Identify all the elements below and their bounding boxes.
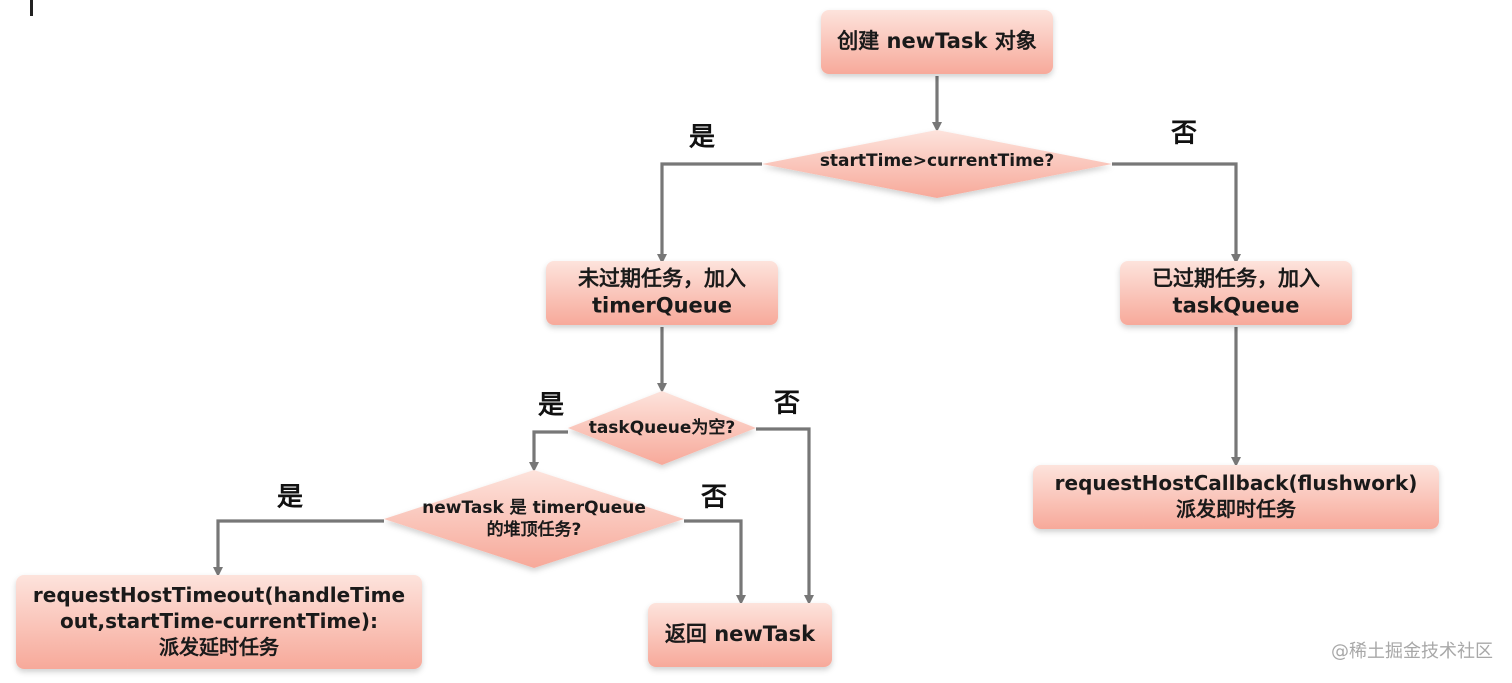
node-text-line: 已过期任务，加入 <box>1152 266 1320 290</box>
edge-taskqueue-yes <box>529 430 568 472</box>
node-text-line: 未过期任务，加入 <box>578 266 746 290</box>
node-text-line: 返回 newTask <box>665 622 816 646</box>
node-return-task-label: 返回 newTask <box>665 622 816 646</box>
node-text-line: 的堆顶任务? <box>487 519 582 540</box>
edges <box>213 76 1241 605</box>
edge-taskqueue-no <box>756 427 814 605</box>
node-text-line: taskQueue <box>1173 294 1300 318</box>
node-text-line: startTime>currentTime? <box>820 151 1054 171</box>
node-text-line: timerQueue <box>592 294 732 318</box>
label-heap-top-yes: 是 <box>277 483 303 513</box>
decision-start-time-label: startTime>currentTime? <box>820 151 1054 171</box>
node-text-line: 派发即时任务 <box>1176 497 1297 521</box>
node-not-expired-label: 未过期任务，加入 timerQueue <box>578 266 746 317</box>
node-expired: 已过期任务，加入 taskQueue <box>1120 261 1352 325</box>
label-start-yes: 是 <box>689 123 715 153</box>
decision-start-time: startTime>currentTime? <box>762 130 1112 198</box>
node-text-line: requestHostTimeout(handleTime <box>33 583 405 607</box>
corner-mark <box>30 0 33 16</box>
node-text-line: 创建 newTask 对象 <box>836 29 1036 53</box>
node-text-line: requestHostCallback(flushwork) <box>1055 471 1418 495</box>
watermark: @稀土掘金技术社区 <box>1331 641 1493 662</box>
label-start-no: 否 <box>1171 119 1197 149</box>
node-create-task-label: 创建 newTask 对象 <box>836 29 1036 53</box>
edge-top-no <box>684 519 746 605</box>
node-text-line: out,startTime-currentTime): <box>60 609 378 633</box>
node-request-host-callback-label: requestHostCallback(flushwork)派发即时任务 <box>1055 471 1418 521</box>
node-text-line: newTask 是 timerQueue <box>422 498 646 518</box>
node-not-expired: 未过期任务，加入 timerQueue <box>546 261 778 325</box>
edge-top-yes <box>213 519 384 577</box>
decision-taskqueue-empty-label: taskQueue为空? <box>589 417 736 438</box>
node-create-task: 创建 newTask 对象 <box>821 10 1053 74</box>
edge-start-yes <box>657 162 762 264</box>
node-request-host-callback: requestHostCallback(flushwork)派发即时任务 <box>1033 465 1439 529</box>
label-heap-top-no: 否 <box>701 483 727 513</box>
node-text-line: 派发延时任务 <box>159 635 280 659</box>
node-return-task: 返回 newTask <box>648 603 832 667</box>
label-taskqueue-no: 否 <box>774 389 800 419</box>
label-taskqueue-yes: 是 <box>538 391 564 421</box>
node-expired-label: 已过期任务，加入 taskQueue <box>1152 266 1320 317</box>
decision-taskqueue-empty: taskQueue为空? <box>568 391 756 465</box>
edge-start-no <box>1112 162 1241 264</box>
node-text-line: taskQueue为空? <box>589 417 736 438</box>
